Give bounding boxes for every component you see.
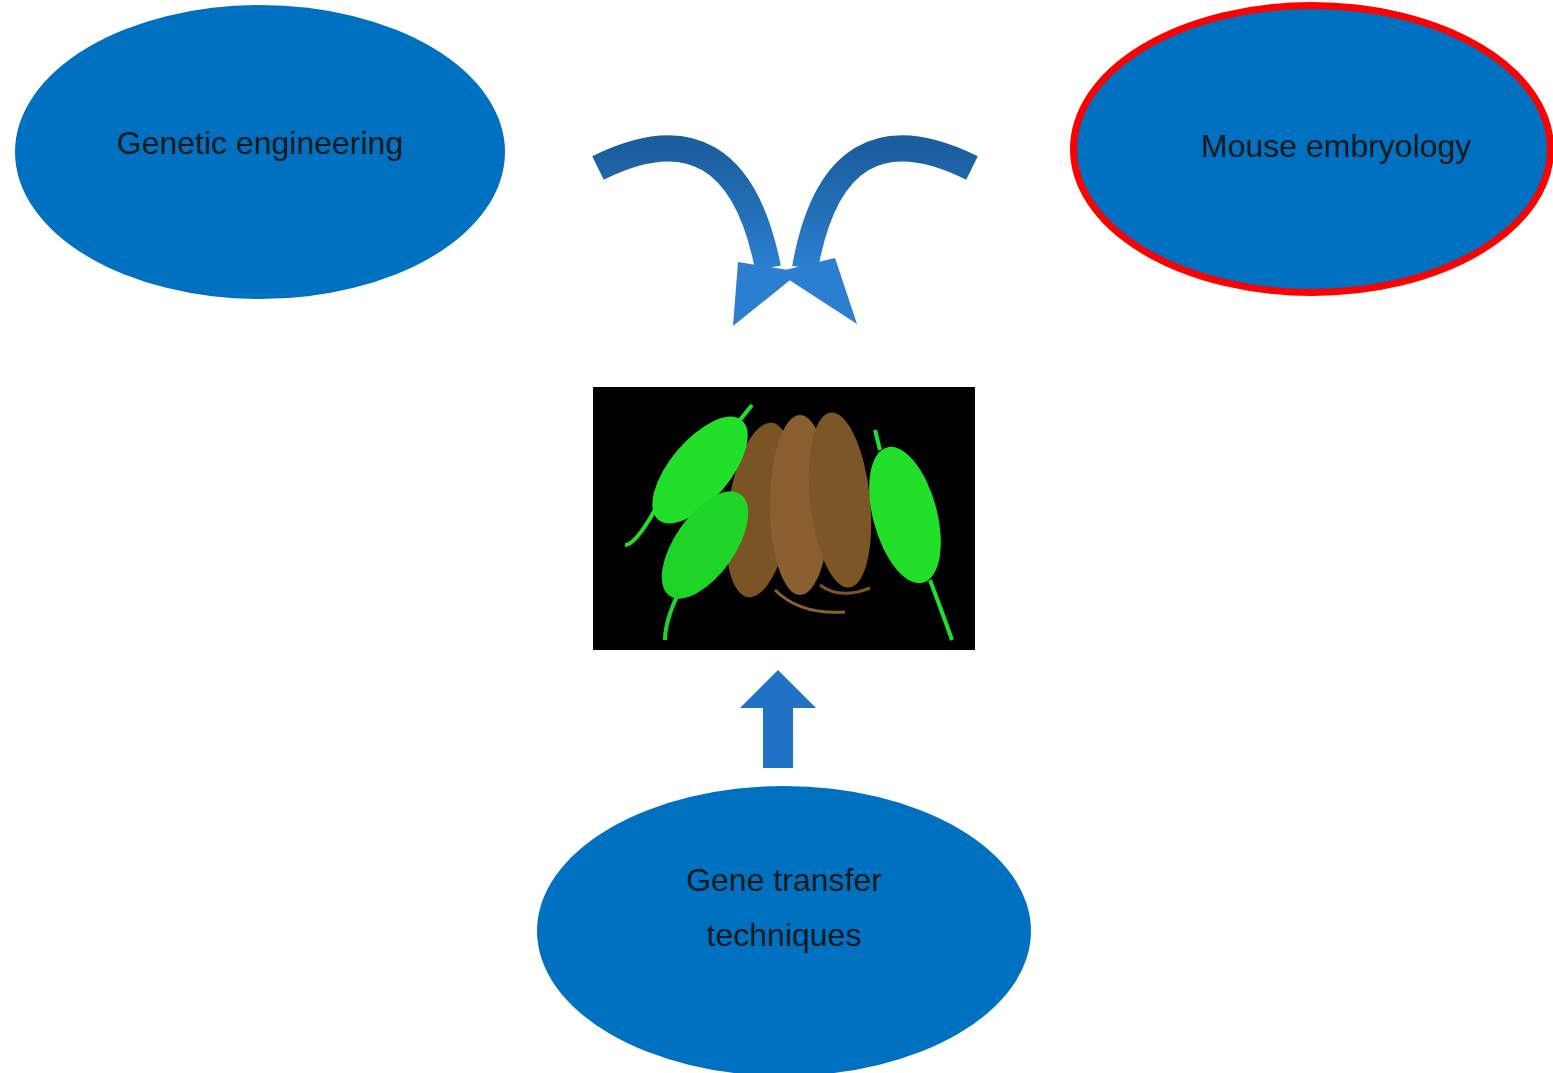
ellipse-node: Genetic engineering [15,5,505,299]
curved-arrow [598,148,800,326]
ellipse-node: Gene transfer techniques [537,786,1031,1073]
node-label: Gene transfer techniques [654,853,914,962]
node-label: Genetic engineering [50,116,470,170]
up-arrow [740,670,816,768]
node-label: Mouse embryology [1136,119,1536,173]
mice-photo [593,387,975,650]
ellipse-node: Mouse embryology [1070,2,1553,296]
curved-arrow [777,148,972,324]
